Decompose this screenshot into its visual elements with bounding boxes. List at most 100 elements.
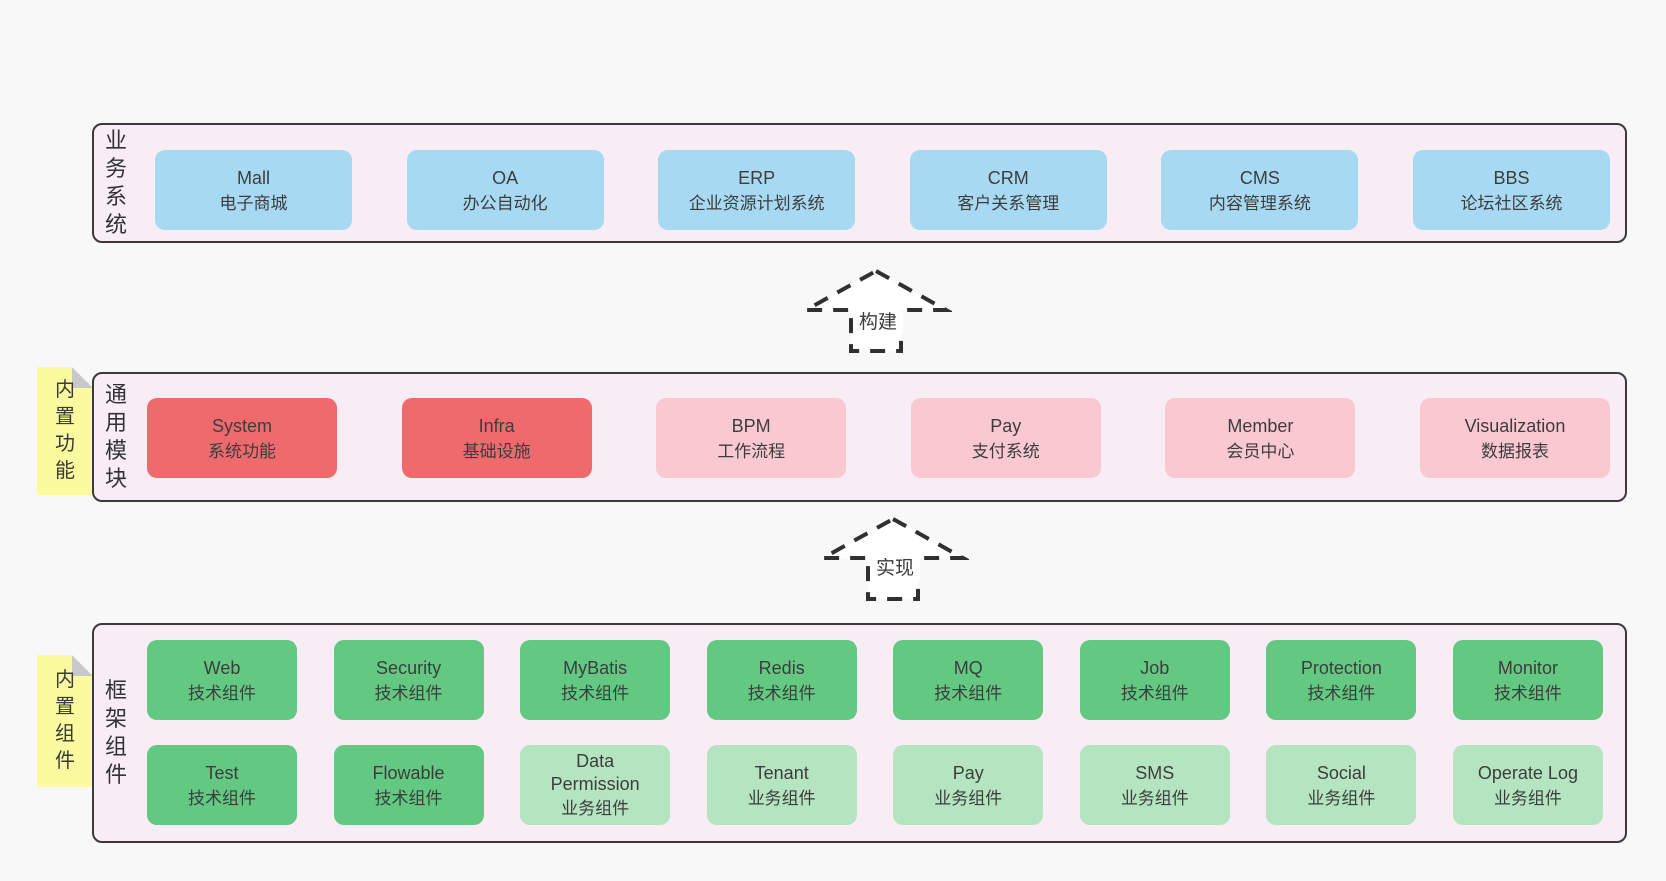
box-subtitle: 数据报表 — [1480, 441, 1549, 461]
box-title: Social — [1316, 762, 1366, 783]
box-bbs: BBS 论坛社区系统 — [1412, 150, 1610, 230]
box-redis: Redis 技术组件 — [706, 640, 857, 720]
sticky-note-built-in-components: 内置组件 — [37, 655, 93, 787]
box-subtitle: 工作流程 — [717, 441, 786, 461]
box-job: Job 技术组件 — [1079, 640, 1230, 720]
box-title: Mall — [236, 167, 270, 188]
box-subtitle: 技术组件 — [374, 683, 443, 703]
box-bpm: BPM 工作流程 — [656, 398, 847, 478]
box-subtitle: 技术组件 — [1307, 683, 1376, 703]
box-title: OA — [492, 167, 519, 188]
implement-arrow-label: 实现 — [870, 558, 920, 580]
box-mall: Mall 电子商城 — [155, 150, 352, 230]
box-mybatis: MyBatis 技术组件 — [520, 640, 671, 720]
box-subtitle: 技术组件 — [188, 788, 256, 808]
box-member: Member 会员中心 — [1165, 398, 1356, 478]
box-subtitle: 业务组件 — [934, 788, 1003, 808]
box-subtitle: 技术组件 — [561, 683, 630, 703]
box-title: Security — [376, 657, 442, 678]
box-title: Visualization — [1464, 415, 1566, 436]
box-title: Web — [203, 657, 241, 678]
box-subtitle: 技术组件 — [188, 683, 256, 703]
box-title: Pay — [952, 762, 984, 783]
note-text: 内置组件 — [55, 669, 75, 772]
box-subtitle: 业务组件 — [1307, 788, 1376, 808]
box-title: Data Permission — [550, 750, 640, 794]
box-operate-log: Operate Log 业务组件 — [1452, 745, 1603, 825]
box-title: Redis — [758, 657, 805, 678]
box-subtitle: 企业资源计划系统 — [688, 193, 825, 213]
box-subtitle: 会员中心 — [1226, 441, 1295, 461]
box-pay-system: Pay 支付系统 — [910, 398, 1101, 478]
box-title: Flowable — [372, 762, 445, 783]
box-title: Member — [1227, 415, 1294, 436]
box-subtitle: 内容管理系统 — [1208, 193, 1311, 213]
box-title: System — [211, 415, 272, 436]
box-subtitle: 支付系统 — [971, 441, 1040, 461]
box-subtitle: 业务组件 — [747, 788, 816, 808]
box-subtitle: 技术组件 — [374, 788, 443, 808]
box-flowable: Flowable 技术组件 — [333, 745, 484, 825]
box-title: Operate Log — [1477, 762, 1578, 783]
box-tenant: Tenant 业务组件 — [706, 745, 857, 825]
box-subtitle: 办公自动化 — [462, 193, 548, 213]
box-cms: CMS 内容管理系统 — [1161, 150, 1359, 230]
sticky-note-built-in-features: 内置功能 — [37, 367, 93, 495]
box-subtitle: 技术组件 — [1120, 683, 1189, 703]
box-title: Pay — [990, 415, 1022, 436]
box-subtitle: 技术组件 — [1493, 683, 1562, 703]
modules-box-row: System 系统功能 Infra 基础设施 BPM 工作流程 Pay 支付系统… — [147, 398, 1610, 478]
layer-label-modules: 通用模块 — [104, 382, 127, 491]
build-arrow-label: 构建 — [853, 312, 903, 334]
box-title: BPM — [731, 415, 771, 436]
box-subtitle: 基础设施 — [462, 441, 531, 461]
box-data-permission: Data Permission 业务组件 — [520, 745, 671, 825]
box-protection: Protection 技术组件 — [1266, 640, 1417, 720]
box-subtitle: 系统功能 — [208, 441, 276, 461]
box-title: CMS — [1239, 167, 1280, 188]
box-subtitle: 客户关系管理 — [957, 193, 1060, 213]
business-box-row: Mall 电子商城 OA 办公自动化 ERP 企业资源计划系统 CRM 客户关系… — [155, 150, 1610, 230]
box-web: Web 技术组件 — [147, 640, 297, 720]
box-subtitle: 论坛社区系统 — [1460, 193, 1563, 213]
box-monitor: Monitor 技术组件 — [1452, 640, 1603, 720]
components-box-row-2: Test 技术组件 Flowable 技术组件 Data Permission … — [147, 745, 1603, 825]
box-subtitle: 技术组件 — [934, 683, 1003, 703]
box-subtitle: 业务组件 — [561, 798, 630, 818]
build-arrow-icon — [800, 268, 952, 353]
box-visualization: Visualization 数据报表 — [1419, 398, 1610, 478]
box-sms: SMS 业务组件 — [1079, 745, 1230, 825]
box-subtitle: 技术组件 — [747, 683, 816, 703]
box-social: Social 业务组件 — [1266, 745, 1417, 825]
box-title: CRM — [987, 167, 1029, 188]
box-system: System 系统功能 — [147, 398, 337, 478]
components-box-row-1: Web 技术组件 Security 技术组件 MyBatis 技术组件 Redi… — [147, 640, 1603, 720]
box-subtitle: 业务组件 — [1120, 788, 1189, 808]
box-mq: MQ 技术组件 — [893, 640, 1044, 720]
box-title: ERP — [738, 167, 776, 188]
layer-business-systems: 业务系统 Mall 电子商城 OA 办公自动化 ERP 企业资源计划系统 CRM… — [92, 123, 1627, 243]
box-title: Monitor — [1497, 657, 1558, 678]
layer-common-modules: 通用模块 System 系统功能 Infra 基础设施 BPM 工作流程 Pay… — [92, 372, 1627, 502]
layer-framework-components: 框架组件 Web 技术组件 Security 技术组件 MyBatis 技术组件… — [92, 623, 1627, 843]
box-title: MQ — [953, 657, 983, 678]
box-crm: CRM 客户关系管理 — [909, 150, 1107, 230]
box-title: BBS — [1493, 167, 1530, 188]
box-subtitle: 业务组件 — [1493, 788, 1562, 808]
box-oa: OA 办公自动化 — [406, 150, 604, 230]
box-title: Test — [205, 762, 239, 783]
layer-label-components: 框架组件 — [104, 678, 127, 787]
note-text: 内置功能 — [55, 379, 75, 482]
box-pay-component: Pay 业务组件 — [893, 745, 1044, 825]
box-title: Protection — [1300, 657, 1382, 678]
layer-label-business: 业务系统 — [104, 128, 127, 237]
box-title: Job — [1140, 657, 1170, 678]
box-test: Test 技术组件 — [147, 745, 297, 825]
box-subtitle: 电子商城 — [219, 193, 288, 213]
box-security: Security 技术组件 — [333, 640, 484, 720]
box-infra: Infra 基础设施 — [401, 398, 592, 478]
box-title: Tenant — [754, 762, 809, 783]
box-title: Infra — [478, 415, 515, 436]
box-erp: ERP 企业资源计划系统 — [658, 150, 856, 230]
